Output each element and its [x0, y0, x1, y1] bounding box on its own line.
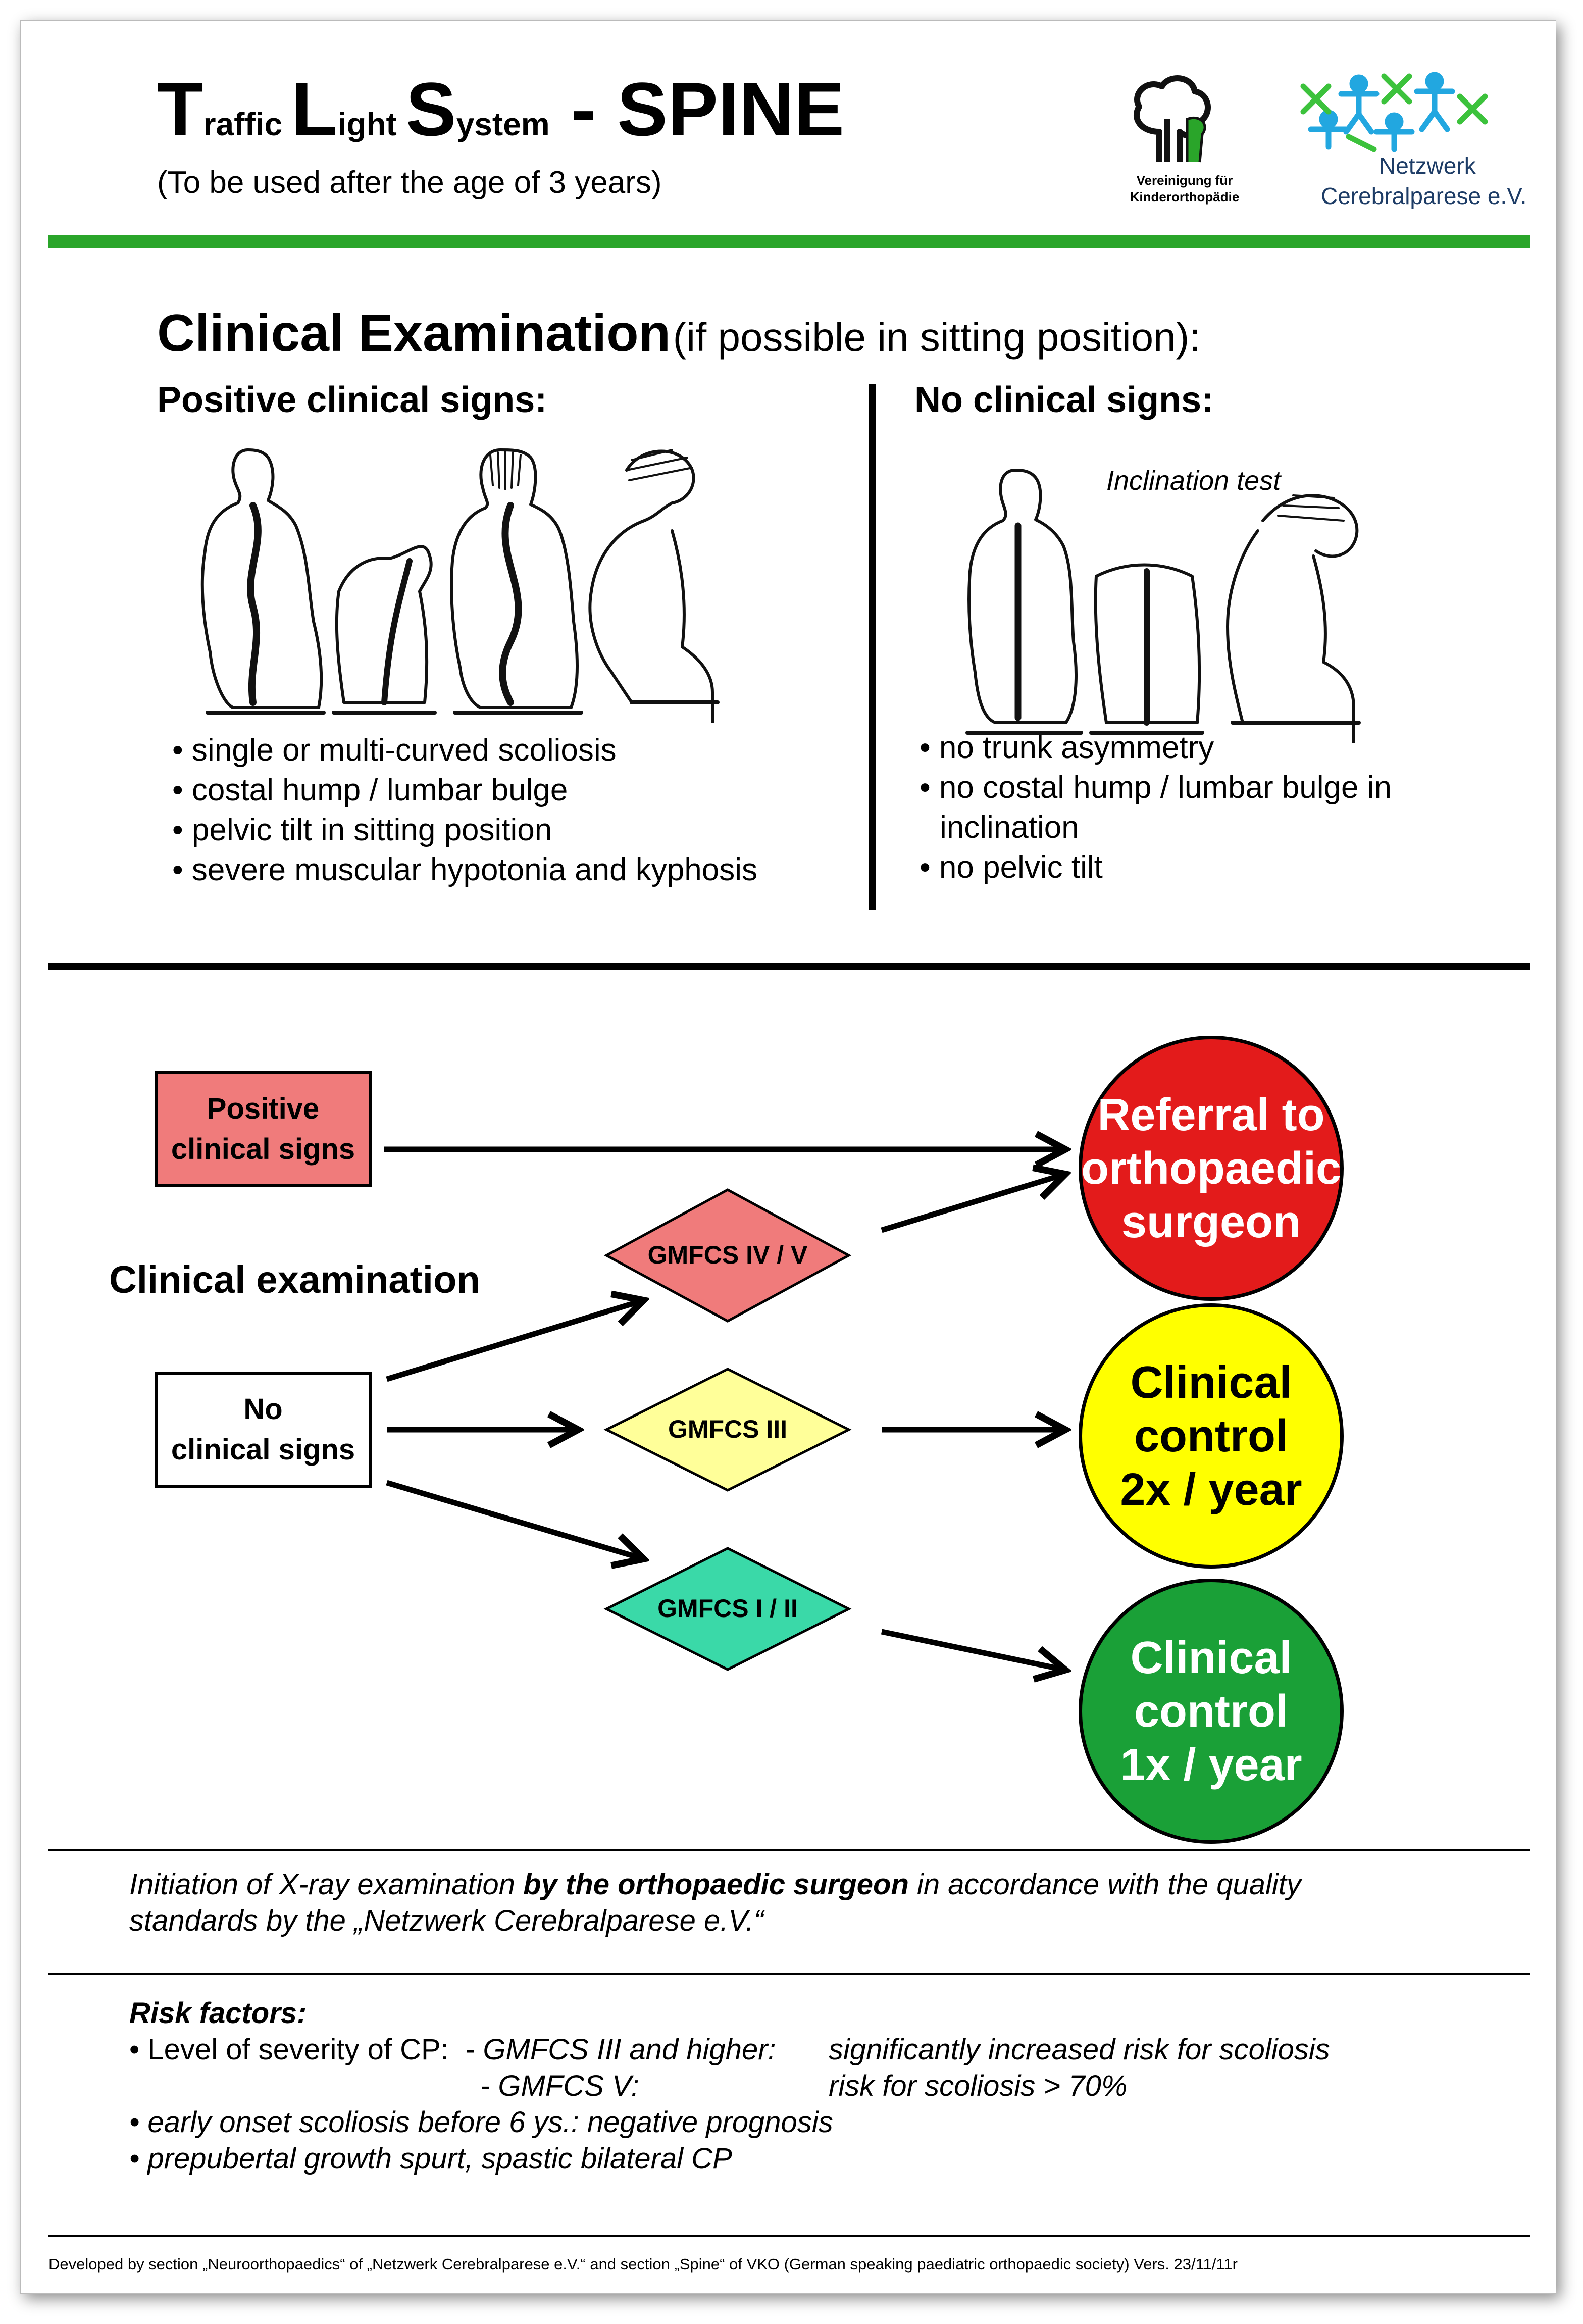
xray-note-part1: Initiation of X-ray examination — [129, 1868, 524, 1901]
control-2x-line1: Clinical — [1130, 1357, 1292, 1408]
footer-credit: Developed by section „Neuroorthopaedics“… — [48, 2255, 1238, 2273]
title-spine: - SPINE — [549, 67, 845, 151]
arrow-nosigns-to-gmfcs12 — [386, 1480, 642, 1558]
list-item: • no pelvic tilt — [920, 850, 1103, 885]
title-rest-light: ight — [337, 106, 406, 142]
vko-logo-text: Vereinigung für Kinderorthopädie — [1111, 172, 1258, 205]
document-page: Traffic Light System - SPINE (To be used… — [20, 20, 1556, 2294]
xray-note-part2: in accordance with the quality — [908, 1868, 1301, 1901]
arrow-gmfcs45-to-referral — [881, 1175, 1063, 1233]
no-signs-list: • no trunk asymmetry • no costal hump / … — [920, 728, 1392, 887]
positive-signs-box: Positive clinical signs — [155, 1071, 372, 1187]
netzwerk-logo: Netzwerk Cerebralparese e.V. — [1288, 66, 1551, 228]
section-title-note: (if possible in sitting position): — [673, 315, 1201, 360]
people-network-icon — [1300, 72, 1488, 153]
vko-logo-line1: Vereinigung für — [1136, 173, 1233, 188]
netzwerk-logo-line2: Cerebralparese e.V. — [1321, 183, 1527, 209]
control-2x-line3: 2x / year — [1120, 1464, 1302, 1515]
risk-item-early-onset: • early onset scoliosis before 6 ys.: ne… — [129, 2106, 833, 2139]
positive-signs-illustration — [200, 448, 720, 723]
referral-line2: orthopaedic — [1081, 1143, 1342, 1194]
xray-note: Initiation of X-ray examination by the o… — [129, 1866, 1301, 1939]
xray-note-line2: standards by the „Netzwerk Cerebralpares… — [129, 1904, 764, 1937]
risk-factors: Risk factors: • Level of severity of CP:… — [129, 1995, 1330, 2177]
section-divider — [48, 963, 1530, 970]
section-title: Clinical Examination (if possible in sit… — [157, 304, 1201, 364]
no-signs-box-line1: No — [243, 1393, 283, 1426]
footer-divider — [48, 2235, 1530, 2237]
page-title: Traffic Light System - SPINE — [157, 71, 844, 147]
list-item: • pelvic tilt in sitting position — [172, 813, 552, 847]
control-2x-line2: control — [1134, 1410, 1288, 1461]
positive-signs-heading: Positive clinical signs: — [157, 380, 547, 420]
inclination-test-label: Inclination test — [1106, 466, 1281, 496]
risk-item-growth-spurt: • prepubertal growth spurt, spastic bila… — [129, 2142, 732, 2175]
vko-logo-line2: Kinderorthopädie — [1130, 189, 1240, 205]
clinical-examination-label: Clinical examination — [109, 1258, 480, 1301]
arrow-gmfcs12-to-control1 — [881, 1629, 1063, 1670]
list-item: inclination — [940, 810, 1079, 845]
note-divider-top — [48, 1849, 1530, 1851]
title-letter-l: L — [291, 67, 338, 151]
risk-gmfcs5-label: - GMFCS V: — [480, 2069, 639, 2102]
xray-note-bold: by the orthopaedic surgeon — [523, 1868, 909, 1901]
title-rest-system: ystem — [456, 106, 550, 142]
control-1x-line2: control — [1134, 1686, 1288, 1737]
list-item: • single or multi-curved scoliosis — [172, 733, 617, 768]
list-item: • costal hump / lumbar bulge — [172, 773, 568, 807]
title-letter-s: S — [405, 67, 456, 151]
risk-heading: Risk factors: — [129, 1997, 307, 2030]
no-signs-box-line2: clinical signs — [171, 1433, 355, 1466]
title-rest-traffic: raffic — [203, 106, 291, 142]
referral-line3: surgeon — [1121, 1196, 1301, 1247]
column-divider — [869, 384, 876, 910]
netzwerk-logo-line1: Netzwerk — [1379, 153, 1476, 179]
tree-icon — [1134, 75, 1211, 163]
flowchart-arrows — [384, 21, 1556, 1839]
gmfcs-3-label: GMFCS III — [668, 1415, 788, 1443]
arrow-nosigns-to-gmfcs45 — [386, 1301, 642, 1382]
risk-gmfcs3-label: - GMFCS III and higher: — [465, 2033, 776, 2066]
positive-box-line1: Positive — [207, 1092, 320, 1125]
section-title-main: Clinical Examination — [157, 304, 671, 363]
gmfcs-4-5-label: GMFCS IV / V — [647, 1241, 808, 1269]
diamond-gmfcs-4-5 — [603, 1188, 852, 1323]
gmfcs-1-2-label: GMFCS I / II — [657, 1594, 798, 1623]
vko-logo: Vereinigung für Kinderorthopädie — [1111, 71, 1258, 205]
page-subtitle: (To be used after the age of 3 years) — [157, 165, 662, 200]
no-signs-illustration — [965, 469, 1361, 743]
risk-gmfcs5-text: risk for scoliosis > 70% — [829, 2069, 1128, 2102]
list-item: • severe muscular hypotonia and kyphosis — [172, 852, 757, 887]
header-divider — [48, 235, 1530, 248]
diamond-gmfcs-1-2 — [603, 1547, 852, 1671]
control-1x-line3: 1x / year — [1120, 1739, 1302, 1790]
no-signs-box: No clinical signs — [155, 1372, 372, 1488]
no-signs-heading: No clinical signs: — [914, 380, 1214, 420]
list-item: • no trunk asymmetry — [920, 730, 1214, 765]
control-1x-line1: Clinical — [1130, 1632, 1292, 1683]
note-divider-bottom — [48, 1973, 1530, 1975]
referral-line1: Referral to — [1097, 1089, 1325, 1140]
positive-box-line2: clinical signs — [171, 1133, 355, 1166]
risk-level-label: • Level of severity of CP: — [129, 2033, 449, 2066]
risk-gmfcs3-text: significantly increased risk for scolios… — [829, 2033, 1330, 2066]
list-item: • no costal hump / lumbar bulge in — [920, 770, 1392, 805]
positive-signs-list: • single or multi-curved scoliosis • cos… — [172, 730, 757, 890]
diamond-gmfcs-3 — [603, 1368, 852, 1492]
title-letter-t: T — [157, 67, 203, 151]
